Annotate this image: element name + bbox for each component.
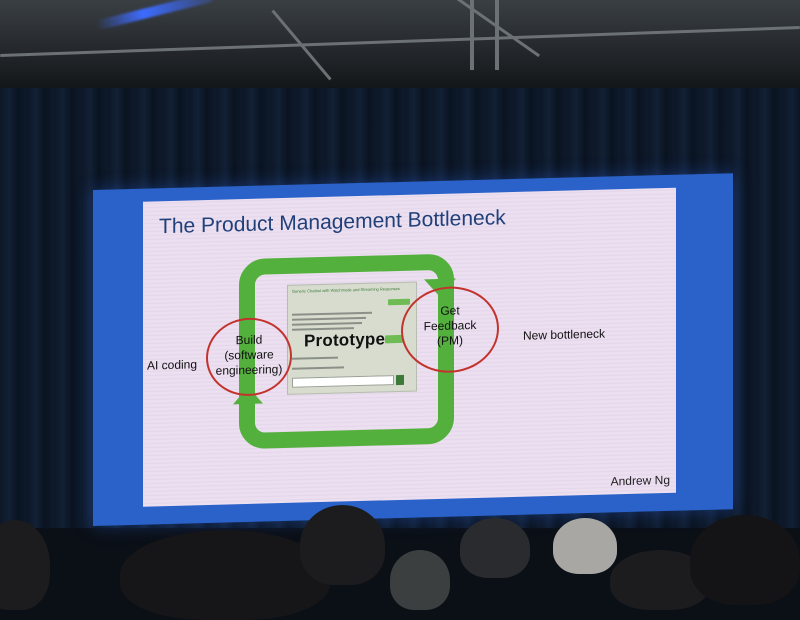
prototype-text-line [292,321,362,326]
audience-head [690,515,800,605]
truss-beam [439,0,541,58]
audience-head [460,518,530,578]
prototype-text-line [292,311,372,316]
audience-head [553,518,617,574]
feedback-label-line: (PM) [437,333,463,348]
stage-ceiling [0,0,800,92]
audience-head [0,520,50,610]
projection-screen: The Product Management Bottleneck Generi… [93,173,733,526]
build-label-line: engineering) [215,362,283,378]
prototype-label: Prototype [304,329,386,351]
truss-beam [0,26,800,57]
prototype-send-icon [396,374,404,386]
prototype-header: Generic Chatbot with Watchmode and Strea… [292,285,400,294]
prototype-screenshot: Generic Chatbot with Watchmode and Strea… [287,281,417,395]
slide: The Product Management Bottleneck Generi… [143,187,676,507]
prototype-text-line [292,366,344,370]
audience [0,500,800,620]
audience-head [390,550,450,610]
prototype-text-line [292,316,366,321]
build-label: Build (software engineering) [206,332,292,379]
ai-coding-annotation: AI coding [147,357,198,373]
audience-head [120,530,330,620]
audience-head [300,505,385,585]
truss-beam [495,0,499,70]
feedback-label: Get Feedback (PM) [401,302,499,350]
stage-light [95,0,215,31]
new-bottleneck-annotation: New bottleneck [523,326,606,343]
slide-author: Andrew Ng [610,472,670,489]
prototype-text-line [292,356,338,360]
slide-title: The Product Management Bottleneck [159,206,506,239]
truss-beam [470,0,474,70]
prototype-input [292,375,394,388]
